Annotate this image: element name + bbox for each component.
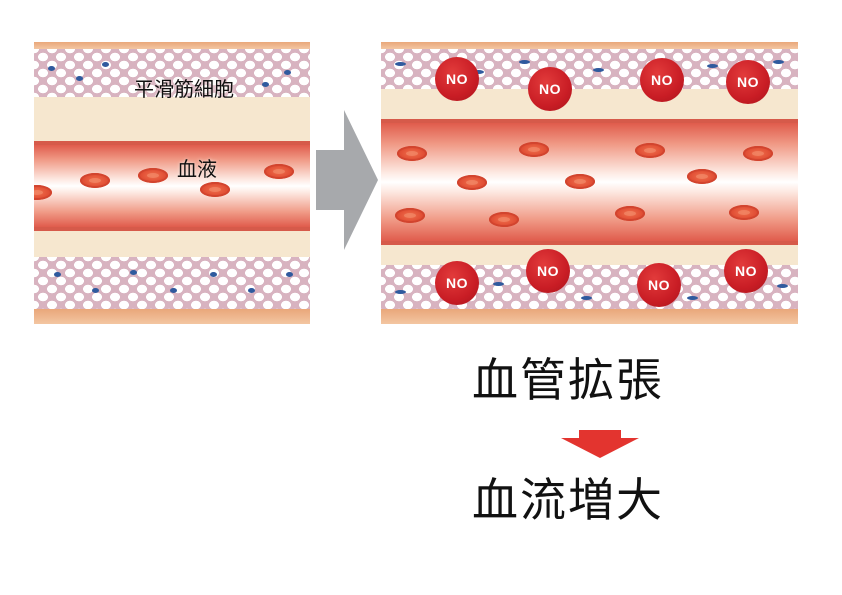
nucleus bbox=[593, 68, 604, 72]
smooth-muscle-label: 平滑筋細胞 bbox=[134, 77, 234, 101]
blood-flow-increase-label: 血流増大 bbox=[472, 473, 664, 527]
red-blood-cell bbox=[34, 185, 52, 200]
wall-cream-bottom bbox=[34, 231, 310, 257]
vessel-before: 平滑筋細胞 血液 bbox=[34, 42, 310, 324]
vessel-wall-line-top bbox=[381, 119, 798, 123]
red-blood-cell bbox=[397, 146, 427, 161]
no-molecule: NO bbox=[726, 60, 770, 104]
red-blood-cell bbox=[200, 182, 230, 197]
red-blood-cell bbox=[489, 212, 519, 227]
red-blood-cell bbox=[743, 146, 773, 161]
nucleus bbox=[130, 270, 137, 275]
outer-wall-top bbox=[34, 42, 310, 49]
nucleus bbox=[519, 60, 530, 64]
nucleus bbox=[777, 284, 788, 288]
nucleus bbox=[284, 70, 291, 75]
nucleus bbox=[286, 272, 293, 277]
no-molecule: NO bbox=[724, 249, 768, 293]
smooth-muscle-layer-top bbox=[34, 49, 310, 97]
arrow-down-icon bbox=[561, 430, 639, 458]
red-blood-cell bbox=[395, 208, 425, 223]
no-molecule: NO bbox=[637, 263, 681, 307]
nucleus bbox=[707, 64, 718, 68]
vasodilation-label: 血管拡張 bbox=[472, 353, 664, 407]
red-blood-cell bbox=[635, 143, 665, 158]
nucleus bbox=[76, 76, 83, 81]
nucleus bbox=[395, 290, 406, 294]
nucleus bbox=[102, 62, 109, 67]
blood-label: 血液 bbox=[177, 157, 217, 181]
nucleus bbox=[248, 288, 255, 293]
red-blood-cell bbox=[80, 173, 110, 188]
nucleus bbox=[493, 282, 504, 286]
no-molecule: NO bbox=[640, 58, 684, 102]
no-molecule: NO bbox=[528, 67, 572, 111]
nucleus bbox=[773, 60, 784, 64]
nucleus bbox=[92, 288, 99, 293]
wall-cream-bottom bbox=[381, 245, 798, 265]
nucleus bbox=[473, 70, 484, 74]
no-molecule: NO bbox=[526, 249, 570, 293]
no-molecule: NO bbox=[435, 261, 479, 305]
vessel-wall-line-bottom bbox=[34, 227, 310, 231]
no-molecule: NO bbox=[435, 57, 479, 101]
smooth-muscle-layer-bottom bbox=[34, 257, 310, 309]
red-blood-cell bbox=[687, 169, 717, 184]
nucleus bbox=[48, 66, 55, 71]
red-blood-cell bbox=[729, 205, 759, 220]
wall-cream-top bbox=[34, 97, 310, 141]
nucleus bbox=[170, 288, 177, 293]
outer-wall-top bbox=[381, 42, 798, 49]
outer-wall-bottom bbox=[34, 309, 310, 324]
red-blood-cell bbox=[264, 164, 294, 179]
nucleus bbox=[262, 82, 269, 87]
lumen bbox=[34, 145, 310, 227]
nucleus bbox=[54, 272, 61, 277]
red-blood-cell bbox=[138, 168, 168, 183]
nucleus bbox=[395, 62, 406, 66]
red-blood-cell bbox=[615, 206, 645, 221]
red-blood-cell bbox=[565, 174, 595, 189]
nucleus bbox=[210, 272, 217, 277]
red-blood-cell bbox=[519, 142, 549, 157]
red-blood-cell bbox=[457, 175, 487, 190]
vessel-wall-line-bottom bbox=[381, 241, 798, 245]
outer-wall-bottom bbox=[381, 309, 798, 324]
nucleus bbox=[581, 296, 592, 300]
vessel-after: NO NO NO NO NO NO NO NO bbox=[381, 42, 798, 324]
arrow-right-icon bbox=[316, 110, 378, 250]
nucleus bbox=[687, 296, 698, 300]
vessel-wall-line-top bbox=[34, 141, 310, 145]
